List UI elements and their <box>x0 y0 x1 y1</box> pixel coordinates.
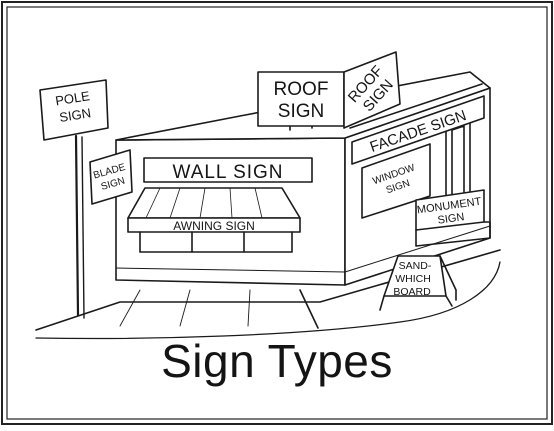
building-drawing <box>35 51 501 340</box>
awning-sign-label: AWNING SIGN <box>173 219 255 233</box>
pole-sign-board <box>39 79 109 141</box>
sandwich-board-label: SAND- WHICH BOARD <box>393 260 432 298</box>
facade-sign-board <box>351 95 485 165</box>
sandwich-board-line-1: SAND- <box>399 260 432 272</box>
pole <box>74 134 80 317</box>
inner-border <box>6 6 548 420</box>
roof-sign-front-line-2: SIGN <box>278 101 324 122</box>
sandwich-board-line-2: WHICH <box>395 273 431 285</box>
window-frame <box>361 143 431 219</box>
curb-line <box>35 261 501 340</box>
wall-sign-label: WALL SIGN <box>172 162 283 183</box>
pole-sign-label: POLE SIGN <box>54 88 92 125</box>
roof-sign-front-line-1: ROOF <box>274 79 329 100</box>
roof-sign-side-board <box>343 51 401 129</box>
wall-sign-board <box>143 157 313 183</box>
pole-sign-line-1: POLE <box>54 88 91 108</box>
awning <box>127 187 301 219</box>
roof-sign-front-label: ROOF SIGN <box>274 79 329 122</box>
sandwich-board-line-3: BOARD <box>393 286 431 298</box>
monument-sign-line-2: SIGN <box>437 211 465 227</box>
diagram-title: Sign Types <box>161 335 393 387</box>
blade-sign-board <box>89 149 133 205</box>
pole-sign-line-2: SIGN <box>58 105 92 125</box>
